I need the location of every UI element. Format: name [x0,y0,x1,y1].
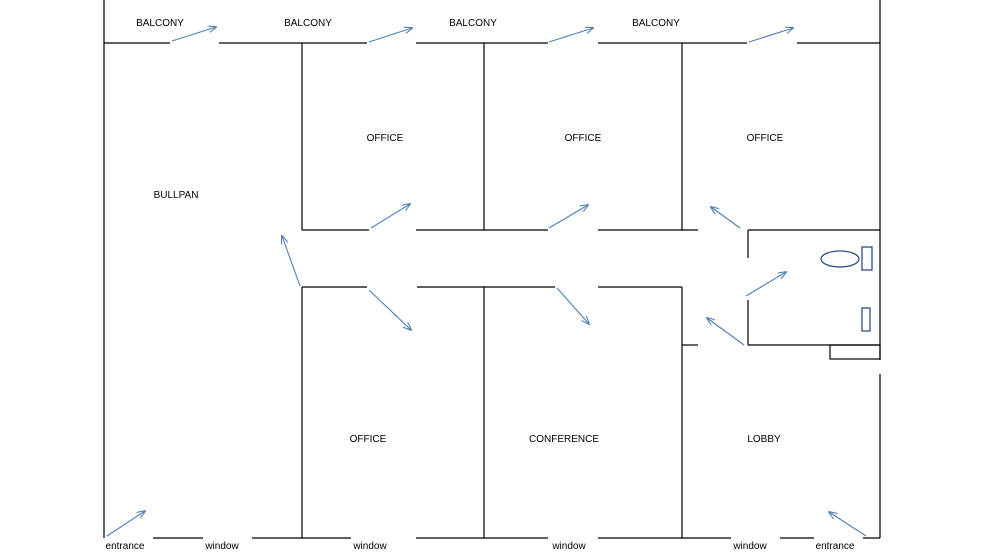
room-label-bullpen: BULLPAN [154,190,199,201]
door-arrow-balcony-2 [368,28,412,43]
bottom-labels: entrance window window window window ent… [106,541,855,552]
balcony-labels: BALCONY BALCONY BALCONY BALCONY [136,18,680,29]
room-label-office-bottom: OFFICE [350,434,387,445]
door-arrow-balcony-1 [171,27,216,42]
door-arrow-restroom [745,272,786,297]
balcony-label-3: BALCONY [449,18,497,29]
door-arrow-balcony-3 [548,28,593,43]
door-arrow-entrance-right [829,512,867,537]
room-label-lobby: LOBBY [747,434,781,445]
toilet-tank-icon [861,246,873,271]
door-arrow-office-bottom [368,289,411,330]
restroom-fixtures [820,246,873,332]
balcony-label-1: BALCONY [136,18,184,29]
room-label-conference: CONFERENCE [529,434,599,445]
door-arrow-office-top-1 [370,204,410,229]
room-label-office-top-2: OFFICE [565,133,602,144]
balcony-label-2: BALCONY [284,18,332,29]
label-entrance-right: entrance [816,541,855,552]
label-entrance-left: entrance [106,541,145,552]
door-arrows [106,27,867,537]
room-label-office-top-3: OFFICE [747,133,784,144]
door-arrow-office-top-2 [548,205,588,229]
toilet-icon [820,250,860,268]
label-window-1: window [204,541,239,552]
door-arrow-entrance-left [106,511,145,537]
door-arrow-lobby [707,318,745,346]
restroom-cabinet [829,344,881,360]
room-labels: BULLPAN OFFICE OFFICE OFFICE OFFICE CONF… [154,133,784,445]
door-arrow-office-top-3 [711,207,741,229]
balcony-label-4: BALCONY [632,18,680,29]
sink-icon [861,307,871,332]
door-arrow-balcony-4 [748,28,793,43]
room-label-office-top-1: OFFICE [367,133,404,144]
label-window-4: window [732,541,767,552]
door-arrow-bullpen [282,236,301,287]
interior-walls [301,43,881,538]
label-window-3: window [551,541,586,552]
outer-walls [103,0,881,538]
label-window-2: window [352,541,387,552]
door-arrow-conference [556,287,589,324]
